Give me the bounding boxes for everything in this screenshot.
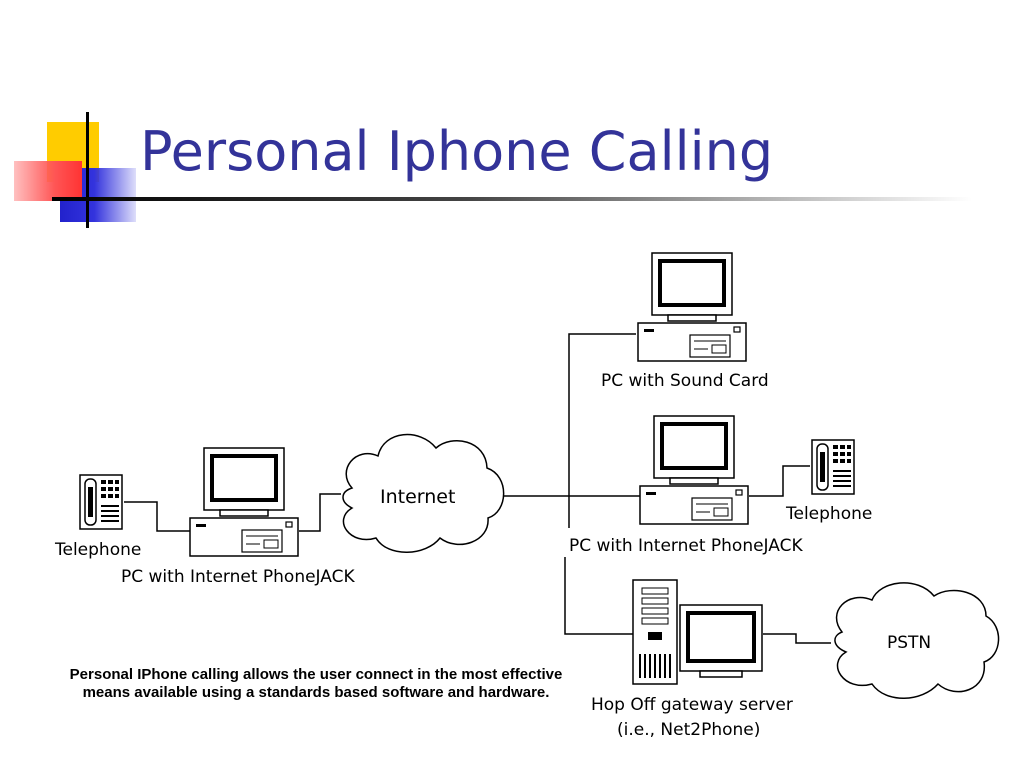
gateway-label-line2: (i.e., Net2Phone) — [617, 720, 760, 740]
slide-title: Personal Iphone Calling — [140, 120, 774, 183]
left-pc-icon — [188, 446, 300, 558]
pstn-label: PSTN — [887, 633, 931, 653]
internet-label: Internet — [380, 486, 455, 508]
pc-phonejack-icon — [638, 414, 750, 526]
pc-sound-card-icon — [636, 251, 748, 363]
slide-caption: Personal IPhone calling allows the user … — [69, 666, 563, 701]
gateway-server-icon — [632, 579, 763, 685]
deco-red-square — [14, 161, 82, 201]
pc-phonejack-label: PC with Internet PhoneJACK — [569, 536, 803, 556]
right-telephone-icon — [811, 439, 855, 495]
title-rule — [52, 197, 972, 201]
deco-vertical-line — [86, 112, 89, 228]
internet-cloud-shape — [342, 433, 505, 553]
left-pc-label: PC with Internet PhoneJACK — [121, 567, 355, 587]
connection-lines — [124, 333, 831, 644]
pc-sound-card-label: PC with Sound Card — [601, 371, 769, 391]
pstn-cloud-shape — [834, 582, 1000, 699]
right-telephone-label: Telephone — [785, 504, 872, 524]
gateway-label-line1: Hop Off gateway server — [591, 695, 793, 715]
left-telephone-label: Telephone — [54, 540, 141, 560]
left-telephone-icon — [79, 474, 123, 530]
